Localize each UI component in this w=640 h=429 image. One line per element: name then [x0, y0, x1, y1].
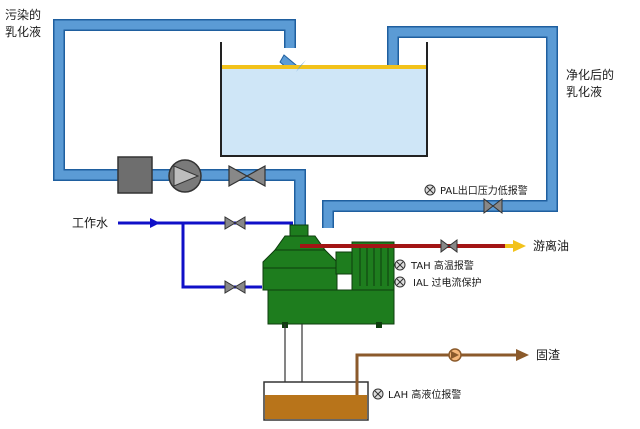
- residue-line: [355, 353, 518, 395]
- indicator-icon: [424, 184, 436, 196]
- lah-alarm-label: LAH 高液位报警: [388, 388, 461, 401]
- tah-alarm-label: TAH 高温报警: [410, 259, 474, 272]
- drain-pipes: [284, 324, 303, 382]
- valve-icon: [224, 216, 246, 230]
- purified-emulsion-label-line2: 乳化液: [566, 84, 602, 99]
- polluted-emulsion-label-line1: 污染的: [5, 7, 41, 22]
- oil-film: [221, 65, 427, 69]
- solid-residue-label: 固渣: [536, 348, 560, 362]
- arrow-icon: [516, 349, 529, 361]
- valve-icon: [483, 197, 503, 215]
- purified-emulsion-label-line1: 净化后的: [566, 67, 614, 82]
- pump-icon: [168, 159, 202, 193]
- valve-icon: [440, 239, 458, 253]
- indicator-icon: [372, 388, 384, 400]
- sludge-tank: [263, 381, 369, 421]
- emulsion-pipe-loop-inner: [54, 20, 557, 228]
- polluted-emulsion-label-line2: 乳化液: [5, 24, 41, 39]
- sludge-fill: [265, 395, 367, 419]
- indicator-icon: [394, 259, 406, 271]
- pump-icon: [448, 348, 462, 362]
- arrow-icon: [513, 240, 526, 252]
- indicator-icon: [394, 276, 406, 288]
- arrow-icon: [150, 218, 160, 228]
- valve-icon: [224, 280, 246, 294]
- free-oil-label: 游离油: [533, 238, 569, 253]
- filter-icon: [117, 156, 153, 194]
- emulsion-tank: [220, 42, 428, 157]
- motor: [351, 241, 395, 291]
- valve-icon: [228, 164, 266, 188]
- ial-alarm-label: IAL 过电流保护: [413, 276, 482, 289]
- working-water-label: 工作水: [72, 216, 108, 230]
- centrifuge: [262, 224, 395, 328]
- pal-alarm-label: PAL出口压力低报警: [440, 184, 528, 197]
